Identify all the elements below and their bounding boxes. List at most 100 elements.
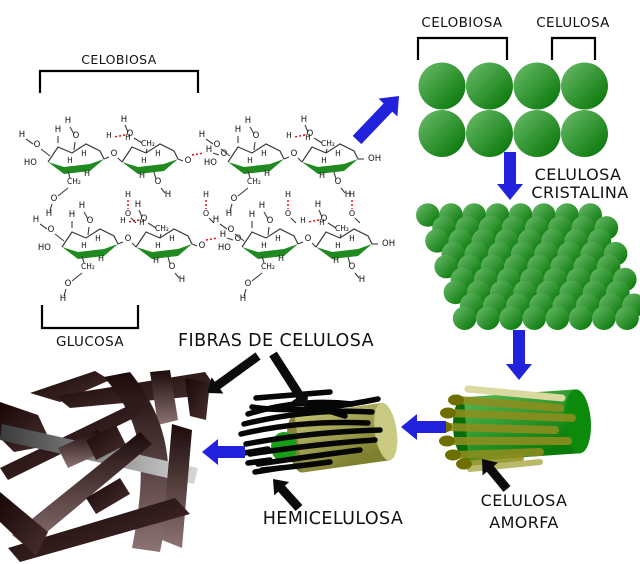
svg-text:H: H xyxy=(319,171,325,180)
svg-text:OH: OH xyxy=(382,239,395,249)
svg-text:O: O xyxy=(125,209,131,218)
svg-text:CH₂: CH₂ xyxy=(155,224,169,233)
svg-text:H: H xyxy=(235,125,241,135)
svg-text:O: O xyxy=(291,149,298,159)
brackets xyxy=(38,36,597,330)
svg-text:H: H xyxy=(60,294,66,304)
svg-text:H: H xyxy=(220,230,226,240)
svg-text:HO: HO xyxy=(38,243,51,253)
arrow-crystal-to-amorfa-icon xyxy=(506,330,532,380)
cellulose-fiber-network xyxy=(0,370,212,562)
hemicellulose-cylinder xyxy=(238,389,398,475)
svg-text:H: H xyxy=(335,149,341,158)
svg-text:H: H xyxy=(179,275,185,285)
svg-text:CH₂: CH₂ xyxy=(247,177,261,186)
label-celulosa-cristalina-1: CELULOSA xyxy=(535,165,622,184)
svg-text:H: H xyxy=(245,116,251,126)
svg-text:H: H xyxy=(261,241,267,250)
svg-text:H: H xyxy=(275,234,281,243)
svg-text:H: H xyxy=(67,156,73,165)
svg-text:HO: HO xyxy=(218,243,231,253)
svg-text:CH₂: CH₂ xyxy=(81,262,95,271)
svg-text:H: H xyxy=(135,200,141,210)
label-celulosa-amorfa-2: AMORFA xyxy=(489,513,559,532)
svg-text:H: H xyxy=(139,218,145,227)
svg-text:H: H xyxy=(286,131,292,140)
svg-text:H: H xyxy=(335,241,341,250)
svg-text:O: O xyxy=(253,131,260,141)
svg-text:O: O xyxy=(73,131,80,141)
svg-text:HO: HO xyxy=(24,158,37,168)
svg-text:H: H xyxy=(79,201,85,211)
svg-text:H: H xyxy=(95,234,101,243)
svg-text:CH₂: CH₂ xyxy=(141,139,155,148)
svg-text:H: H xyxy=(125,190,131,199)
label-fibras-de-celulosa: FIBRAS DE CELULOSA xyxy=(178,331,374,351)
svg-text:H: H xyxy=(169,234,175,243)
svg-text:O: O xyxy=(199,241,206,251)
svg-text:O: O xyxy=(51,194,58,204)
svg-text:O: O xyxy=(307,129,314,139)
svg-text:H: H xyxy=(240,294,246,304)
svg-text:O: O xyxy=(203,209,209,218)
svg-text:H: H xyxy=(155,241,161,250)
svg-text:H: H xyxy=(120,216,126,225)
svg-text:H: H xyxy=(321,156,327,165)
svg-text:H: H xyxy=(261,149,267,158)
svg-text:H: H xyxy=(155,149,161,158)
svg-text:H: H xyxy=(65,116,71,126)
arrow-fibras-to-network-icon xyxy=(207,352,261,394)
svg-text:O: O xyxy=(221,149,228,159)
svg-text:O: O xyxy=(185,156,192,166)
arrow-amorfa-label-icon xyxy=(482,459,511,492)
svg-text:H: H xyxy=(19,130,25,140)
amorphous-strands xyxy=(436,385,576,472)
svg-text:H: H xyxy=(141,156,147,165)
svg-text:O: O xyxy=(87,216,94,226)
svg-text:H: H xyxy=(319,218,325,227)
svg-text:O: O xyxy=(65,279,72,289)
label-celulosa-amorfa-1: CELULOSA xyxy=(481,491,568,510)
svg-text:H: H xyxy=(139,171,145,180)
svg-text:O: O xyxy=(231,194,238,204)
svg-text:O: O xyxy=(335,177,342,187)
svg-text:H: H xyxy=(345,190,351,200)
label-celulosa-cristalina-2: CRISTALINA xyxy=(531,183,628,202)
label-celobiosa-left: CELOBIOSA xyxy=(81,52,156,67)
svg-text:CH₂: CH₂ xyxy=(335,224,349,233)
glucosa-bracket xyxy=(40,305,140,330)
celulosa-bracket xyxy=(550,36,597,60)
flow-arrows xyxy=(202,96,532,511)
svg-text:H: H xyxy=(301,115,307,125)
svg-text:O: O xyxy=(155,177,162,187)
label-glucosa: GLUCOSA xyxy=(56,334,124,350)
svg-text:HO: HO xyxy=(204,158,217,168)
cellulose-chain-spheres xyxy=(418,62,608,157)
svg-text:CH₂: CH₂ xyxy=(261,262,275,271)
svg-text:O: O xyxy=(127,129,134,139)
svg-text:H: H xyxy=(359,275,365,285)
arrow-fibras-to-hemi-icon xyxy=(269,351,309,407)
svg-text:H: H xyxy=(249,210,255,220)
svg-text:H: H xyxy=(125,133,131,142)
svg-text:O: O xyxy=(285,209,291,218)
svg-text:CH₂: CH₂ xyxy=(67,177,81,186)
arrow-chain-to-crystal-icon xyxy=(497,152,523,200)
svg-text:H: H xyxy=(285,190,291,199)
svg-text:H: H xyxy=(247,156,253,165)
svg-text:H: H xyxy=(349,234,355,243)
svg-text:O: O xyxy=(349,262,356,272)
svg-text:O: O xyxy=(321,214,328,224)
svg-text:CH₂: CH₂ xyxy=(321,139,335,148)
svg-text:O: O xyxy=(349,209,355,218)
svg-text:H: H xyxy=(278,254,284,263)
svg-text:O: O xyxy=(34,140,41,150)
svg-text:H: H xyxy=(84,169,90,178)
svg-text:H: H xyxy=(199,130,205,140)
svg-text:O: O xyxy=(125,234,132,244)
label-celobiosa-right: CELOBIOSA xyxy=(421,15,503,31)
amorphous-cellulose-cylinder xyxy=(436,385,592,472)
svg-text:H: H xyxy=(305,133,311,142)
